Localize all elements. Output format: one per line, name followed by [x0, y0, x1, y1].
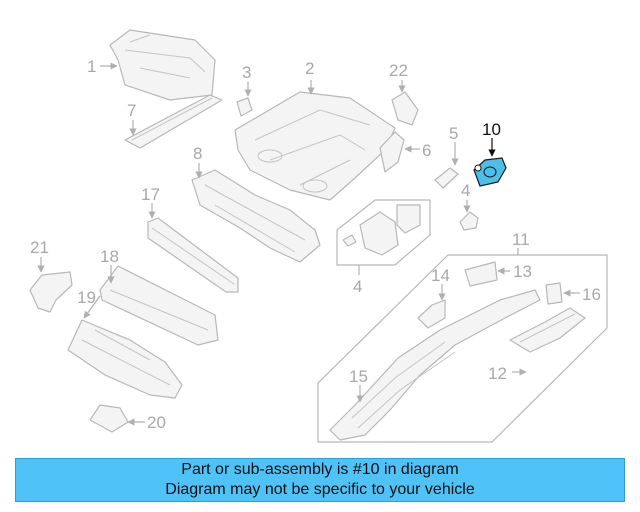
callout-1: 1: [87, 57, 96, 76]
part-8-cross-member: 8: [191, 144, 321, 263]
callout-18: 18: [100, 247, 119, 266]
part-10-highlighted: 10: [473, 120, 507, 187]
callout-19: 19: [77, 288, 96, 307]
parts-diagram: 1 7 3 2 22 6 4: [29, 29, 608, 443]
part-2-floor-pan: 2: [234, 59, 396, 201]
part-21-bracket: 21: [29, 238, 73, 313]
callout-16: 16: [582, 285, 601, 304]
callout-12: 12: [488, 364, 507, 383]
callout-9: 7: [127, 101, 136, 120]
callout-2: 2: [305, 59, 314, 78]
callout-7: 6: [422, 141, 431, 160]
part-5-bracket: [434, 142, 459, 189]
callout-17: 17: [141, 185, 160, 204]
callout-3: 3: [242, 63, 251, 82]
callout-10: 10: [482, 120, 501, 139]
callout-22: 22: [389, 61, 408, 80]
part-22-bracket: 22: [389, 61, 419, 126]
callout-14: 14: [431, 266, 450, 285]
part-3-bracket: 3: [236, 63, 253, 117]
part-4-group: 4: [336, 199, 431, 296]
banner-line-1: Part or sub-assembly is #10 in diagram: [181, 461, 459, 478]
callout-4: 4: [353, 277, 362, 296]
callout-15: 15: [349, 367, 368, 386]
callout-21: 21: [30, 238, 49, 257]
callout-13: 13: [513, 262, 532, 281]
part-6-bracket: 4: [459, 181, 479, 231]
part-7-bracket: 6: [379, 131, 431, 173]
callout-6: 4: [461, 181, 470, 200]
callout-8: 8: [193, 144, 202, 163]
part-18-floor-panel: 18: [99, 247, 219, 346]
banner-line-2: Diagram may not be specific to your vehi…: [165, 481, 475, 498]
part-17-rail: 17: [141, 185, 239, 293]
part-19-tunnel: 19: [67, 288, 183, 399]
callout-5: 5: [449, 124, 458, 143]
part-9-rail: 7: [124, 94, 223, 149]
part-20-plate: 20: [89, 404, 166, 433]
part-1-trunk-tub: 1: [87, 29, 216, 101]
callout-20: 20: [147, 413, 166, 432]
callout-11: 11: [512, 230, 530, 249]
part-11-group: 11 13 14 15 16 12: [317, 230, 608, 443]
info-banner: Part or sub-assembly is #10 in diagram D…: [15, 458, 625, 502]
